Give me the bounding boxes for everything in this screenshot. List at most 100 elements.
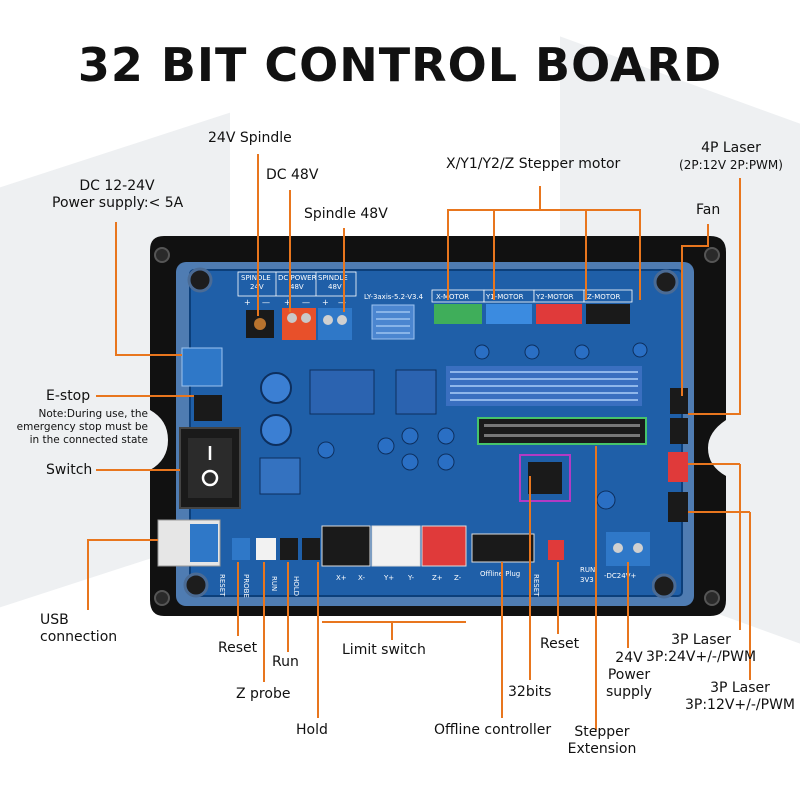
- silk-y-minus: Y-: [407, 574, 414, 582]
- estop-note-line2: emergency stop must be: [16, 421, 148, 433]
- label-3p-laser-12v-line1: 3P Laser: [710, 680, 770, 696]
- silk-plus-3: +: [322, 298, 329, 307]
- dc48-terminal: [282, 308, 316, 340]
- leader-lines: [87, 154, 751, 730]
- reset-button-connector: [232, 538, 250, 560]
- z-motor-connector: [586, 304, 630, 324]
- label-stepper-extension: Stepper Extension: [560, 724, 644, 758]
- silk-probe: PROBE: [242, 574, 250, 598]
- label-z-probe: Z probe: [236, 686, 291, 702]
- plate-screw-bl: [154, 590, 170, 606]
- probe-connector: [256, 538, 276, 560]
- label-4p-laser-line2: (2P:12V 2P:PWM): [679, 158, 783, 172]
- label-estop: E-stop: [46, 388, 91, 404]
- silk-model: LY-3axis-5.2-V3.4: [364, 293, 424, 301]
- silk-spindle48: SPINDLE: [318, 274, 348, 282]
- silk-plus-2: +: [284, 298, 291, 307]
- silk-y-plus: Y+: [383, 574, 394, 582]
- limit-z-connector: [421, 525, 467, 567]
- label-limit-switch: Limit switch: [342, 642, 426, 658]
- label-run: Run: [272, 654, 299, 670]
- label-stepper-ext-line2: Extension: [567, 741, 637, 757]
- label-offline-controller: Offline controller: [434, 722, 552, 738]
- silk-offline-plug: Offline Plug: [480, 570, 520, 578]
- capacitor-2: [260, 414, 292, 446]
- pcb: [190, 270, 682, 596]
- y1-motor-connector: [486, 304, 532, 324]
- plate-screw-br: [704, 590, 720, 606]
- silk-x-motor: X-MOTOR: [436, 293, 469, 301]
- silk-reset2: RESET: [532, 574, 540, 597]
- label-3p-laser-12v-line2: 3P:12V+/-/PWM: [684, 697, 796, 713]
- estop-connector: [194, 395, 222, 421]
- y2-motor-connector: [536, 304, 582, 324]
- label-stepper-ext-line1: Stepper: [574, 724, 630, 740]
- silk-dcpower-v: 48V: [290, 283, 304, 291]
- silk-y1-motor: Y1-MOTOR: [485, 293, 524, 301]
- silk-spindle24-v: 24V: [250, 283, 264, 291]
- spindle48-terminal: [318, 308, 352, 340]
- silk-z-plus: Z+: [432, 574, 443, 582]
- label-usb: USB connection: [40, 612, 140, 646]
- label-fan: Fan: [696, 202, 721, 218]
- silk-z-minus: Z-: [454, 574, 462, 582]
- silk-minus-2: —: [302, 298, 310, 307]
- hold-connector: [302, 538, 320, 560]
- label-reset-left: Reset: [218, 640, 258, 656]
- mcu-highlight: [519, 454, 571, 502]
- fan-connector: [670, 418, 688, 444]
- estop-note-line1: Note:During use, the: [38, 408, 148, 420]
- silk-dc24: -DC24V+: [604, 572, 636, 580]
- standoff-tl: [187, 267, 213, 293]
- label-4p-laser: 4P Laser (2P:12V 2P:PWM): [668, 140, 794, 174]
- estop-note-line3: in the connected state: [29, 434, 148, 446]
- limit-y-connector: [371, 525, 421, 567]
- estop-note: Note:During use, the emergency stop must…: [2, 408, 148, 447]
- silk-hold: HOLD: [292, 576, 300, 596]
- regulator-heatsink: [371, 304, 415, 340]
- label-3p-laser-12v: 3P Laser 3P:12V+/-/PWM: [684, 680, 796, 714]
- silk-x-plus: X+: [336, 574, 347, 582]
- label-dc-power: DC 12-24V Power supply:< 5A: [52, 178, 184, 212]
- label-24v-spindle: 24V Spindle: [208, 130, 292, 146]
- standoff-tr: [653, 269, 679, 295]
- silk-plus-1: +: [244, 298, 251, 307]
- offline-plug-connector: [471, 533, 535, 563]
- label-24v-power-line3: supply: [605, 684, 653, 700]
- label-24v-power-line1: 24V: [615, 650, 643, 666]
- power-input-connector: [181, 347, 223, 387]
- label-reset-right: Reset: [540, 636, 580, 652]
- label-dc-power-line2: Power supply:< 5A: [52, 195, 184, 211]
- label-usb-line2: connection: [40, 629, 118, 645]
- page-title: 32 BIT CONTROL BOARD: [77, 38, 723, 92]
- label-24v-power-line2: Power: [607, 667, 651, 683]
- label-4p-laser-line1: 4P Laser: [701, 140, 761, 156]
- silk-reset: RESET: [218, 574, 226, 597]
- laser3p-24v-connector: [668, 452, 688, 482]
- silk-run: RUN: [270, 576, 278, 591]
- label-3p-laser-24v-line2: 3P:24V+/-/PWM: [646, 649, 757, 665]
- label-spindle-48v: Spindle 48V: [304, 206, 388, 222]
- dc24-terminal: [606, 532, 650, 566]
- label-usb-line1: USB: [40, 612, 69, 628]
- laser4p-connector: [670, 388, 688, 414]
- label-32bits: 32bits: [508, 684, 552, 700]
- label-3p-laser-24v: 3P Laser 3P:24V+/-/PWM: [646, 632, 756, 666]
- silk-minus-3: —: [338, 298, 346, 307]
- silk-3v3: 3V3: [580, 576, 594, 584]
- label-dc-power-line1: DC 12-24V: [79, 178, 155, 194]
- silk-dcpower: DC POWER: [278, 274, 317, 282]
- reset-button: [548, 540, 564, 560]
- label-24v-power-supply: 24V Power supply: [598, 650, 660, 701]
- label-dc-48v: DC 48V: [266, 167, 319, 183]
- mcu-chip: [528, 462, 562, 494]
- x-motor-connector: [434, 304, 482, 324]
- plate-screw-tr: [704, 247, 720, 263]
- silk-minus-1: —: [262, 298, 270, 307]
- plate-screw-tl: [154, 247, 170, 263]
- silk-x-minus: X-: [358, 574, 365, 582]
- standoff-br: [651, 573, 677, 599]
- label-3p-laser-24v-line1: 3P Laser: [671, 632, 731, 648]
- laser3p-12v-connector: [668, 492, 688, 522]
